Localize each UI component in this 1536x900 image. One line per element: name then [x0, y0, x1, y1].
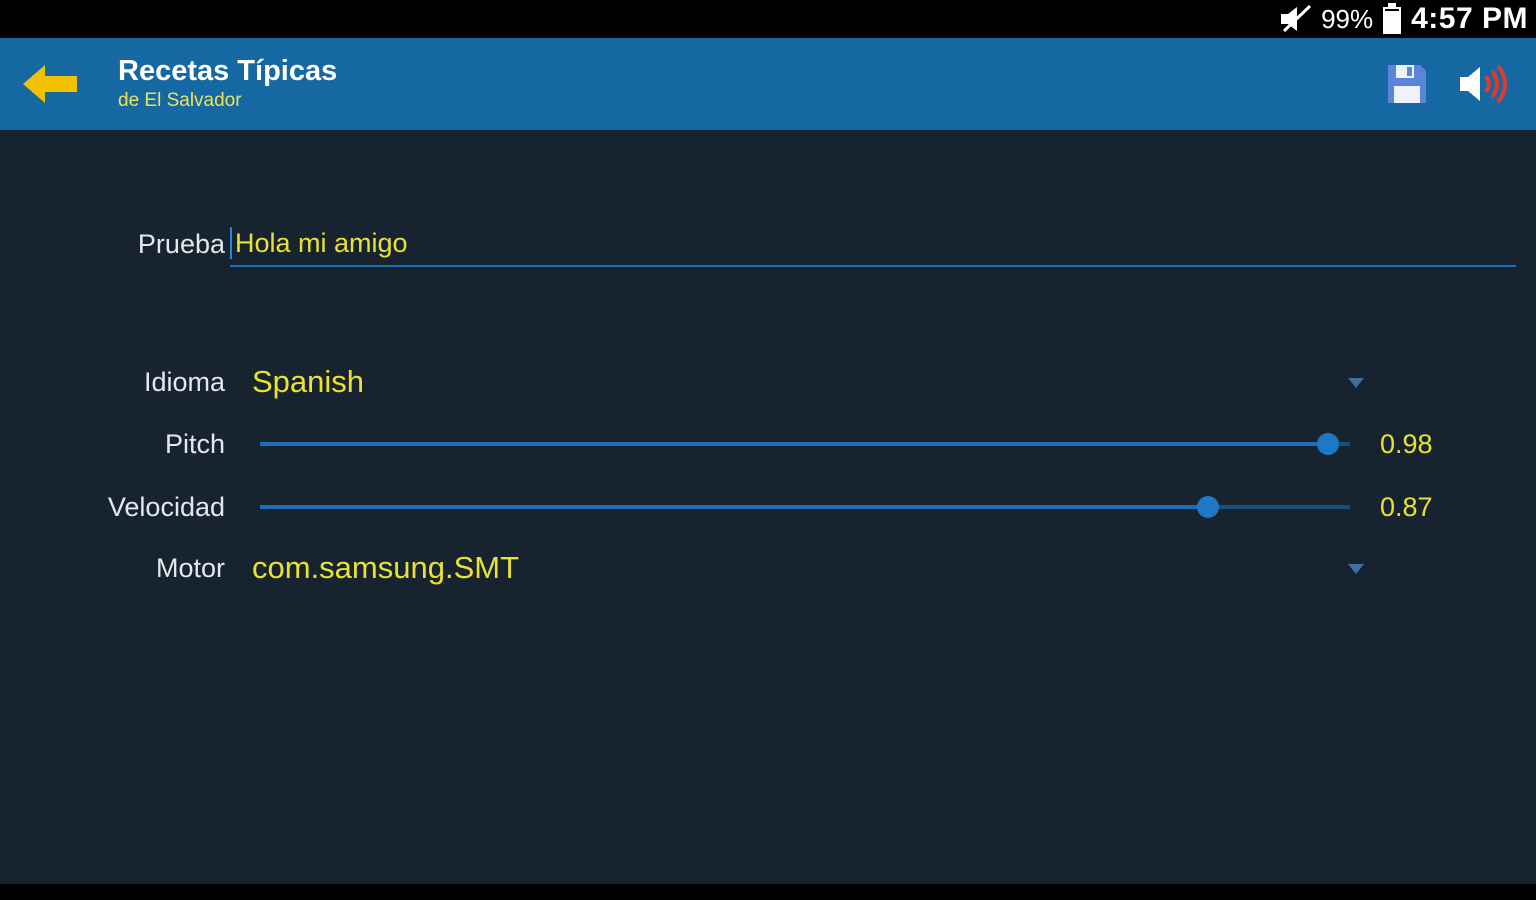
motor-row: Motor com.samsung.SMT [0, 544, 1536, 592]
slider-fill [260, 505, 1209, 509]
clock: 4:57 PM [1411, 2, 1528, 35]
muted-volume-icon [1279, 4, 1313, 34]
velocidad-slider-thumb[interactable] [1197, 496, 1220, 518]
app-title: Recetas Típicas [118, 54, 338, 87]
status-bar: 99% 4:57 PM [0, 0, 1536, 38]
battery-percent: 99% [1321, 4, 1374, 34]
back-button[interactable] [0, 63, 100, 105]
idioma-row: Idioma Spanish [0, 358, 1536, 406]
motor-select[interactable]: com.samsung.SMT [252, 550, 520, 585]
title-block: Recetas Típicas de El Salvador [118, 54, 338, 113]
prueba-value: Hola mi amigo [235, 227, 408, 258]
dropdown-arrow-icon[interactable] [1348, 378, 1364, 388]
velocidad-row: Velocidad 0.87 [0, 483, 1536, 531]
prueba-row: Prueba Hola mi amigo [0, 220, 1536, 268]
prueba-label: Prueba [137, 228, 225, 259]
bottom-nav-strip [0, 884, 1536, 900]
save-button[interactable] [1384, 61, 1430, 107]
battery-icon [1381, 3, 1403, 35]
speak-button[interactable] [1458, 62, 1510, 106]
speaker-volume-icon [1458, 62, 1510, 106]
motor-label: Motor [155, 552, 225, 583]
pitch-slider[interactable] [260, 420, 1350, 468]
floppy-disk-icon [1384, 61, 1430, 107]
idioma-label: Idioma [143, 366, 225, 397]
text-cursor [230, 227, 232, 259]
app-bar-actions [1384, 61, 1536, 107]
app-subtitle: de El Salvador [118, 90, 242, 112]
velocidad-value: 0.87 [1380, 491, 1433, 522]
slider-fill [260, 442, 1329, 446]
pitch-value: 0.98 [1380, 428, 1433, 459]
pitch-row: Pitch 0.98 [0, 420, 1536, 468]
pitch-label: Pitch [164, 428, 225, 459]
dropdown-arrow-icon[interactable] [1348, 564, 1364, 574]
prueba-input[interactable]: Hola mi amigo [230, 221, 1516, 267]
idioma-select[interactable]: Spanish [252, 364, 365, 399]
velocidad-label: Velocidad [107, 491, 225, 522]
velocidad-slider[interactable] [260, 483, 1350, 531]
pitch-slider-thumb[interactable] [1317, 433, 1340, 455]
app-bar: Recetas Típicas de El Salvador [0, 38, 1536, 130]
back-arrow-icon [21, 63, 79, 105]
